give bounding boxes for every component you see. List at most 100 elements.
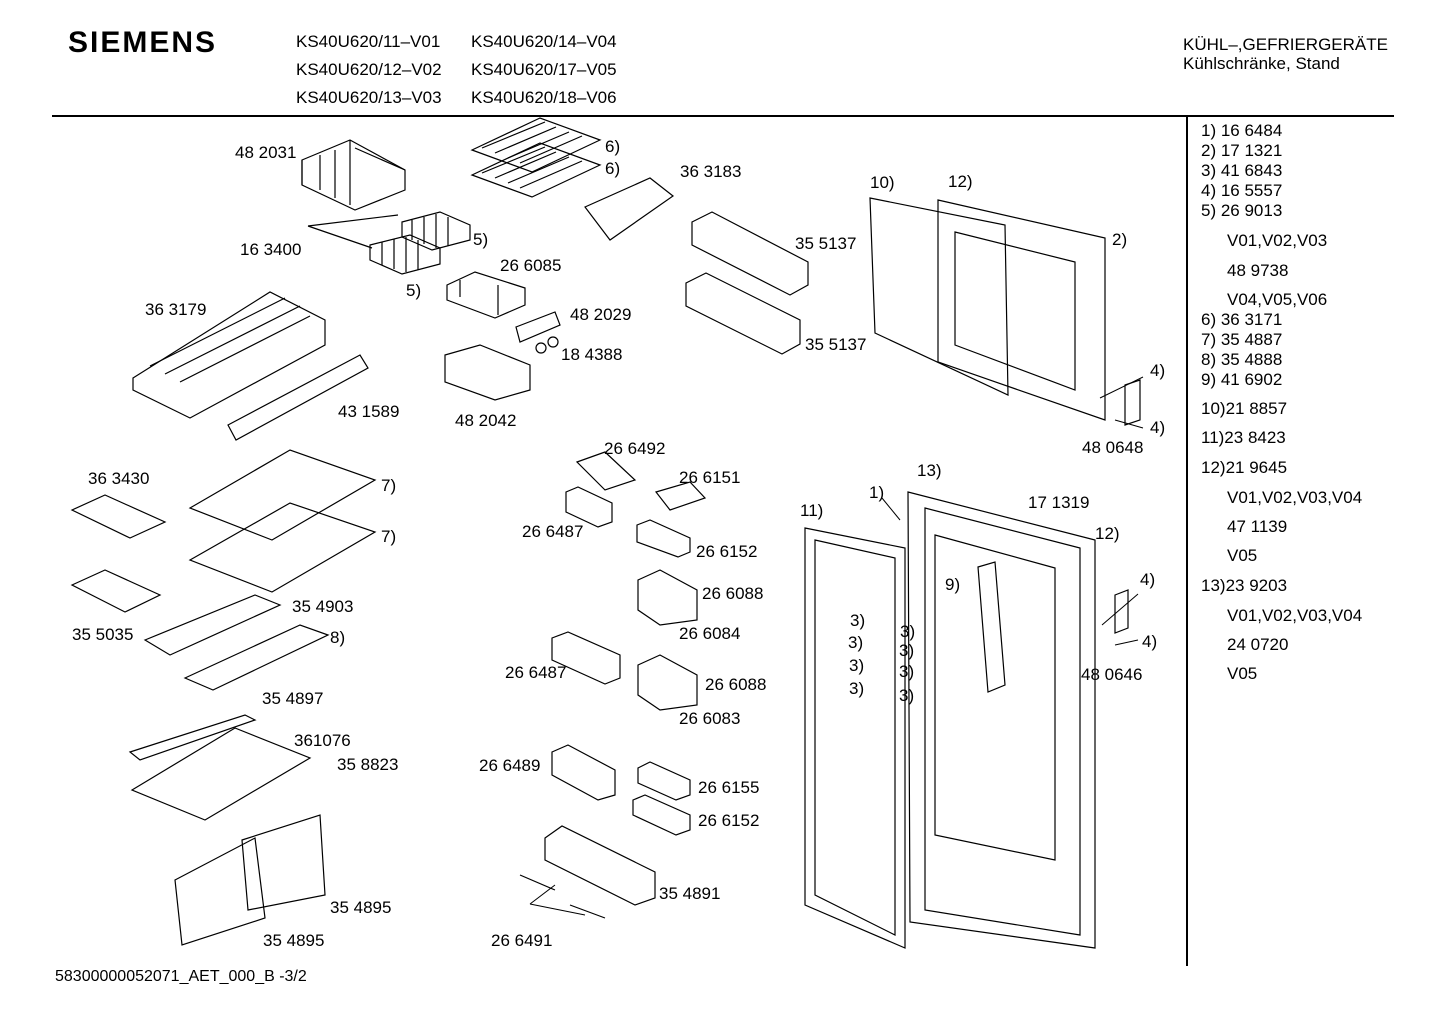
model-number: KS40U620/18–V06: [471, 88, 617, 107]
legend-item: 11)23 8423: [1201, 428, 1286, 447]
part-label: 4): [1150, 361, 1166, 380]
part-label: 26 6152: [698, 811, 760, 830]
part-label: 3): [899, 662, 915, 681]
category-title: KÜHL–,GEFRIERGERÄTE: [1183, 35, 1388, 54]
part-label: 8): [330, 628, 346, 647]
part-label: 26 6088: [705, 675, 767, 694]
legend-item: 6) 36 3171: [1201, 310, 1283, 329]
part-label: 35 4897: [262, 689, 324, 708]
part-label: 43 1589: [338, 402, 400, 421]
part-label: 5): [473, 230, 489, 249]
knob-part: [535, 336, 559, 354]
legend-item: 47 1139: [1227, 517, 1288, 536]
part-label: 35 4891: [659, 884, 721, 903]
header-divider: [52, 115, 1394, 117]
door-rack-part: [685, 211, 809, 355]
leader-lines: [529, 376, 1144, 916]
part-label: 26 6489: [479, 756, 541, 775]
crisper-drawer-part: [174, 814, 326, 946]
part-label: 3): [848, 633, 864, 652]
part-label: 36 3430: [88, 469, 150, 488]
part-label: 35 8823: [337, 755, 399, 774]
part-label: 5): [406, 281, 422, 300]
part-label: 26 6491: [491, 931, 553, 950]
part-label: 48 2042: [455, 411, 517, 430]
wire-grid-part: [470, 117, 602, 198]
cover-part: [143, 594, 282, 656]
part-label: 4): [1140, 570, 1156, 589]
part-label: 17 1319: [1028, 493, 1090, 512]
glass-shelf-part: [188, 449, 377, 593]
legend-item: 24 0720: [1227, 635, 1289, 654]
part-label: 26 6492: [604, 439, 666, 458]
legend-item: 2) 17 1321: [1201, 141, 1283, 160]
shelf-frame-part: [132, 291, 326, 419]
grille-part: [128, 714, 257, 761]
model-number: KS40U620/14–V04: [471, 32, 617, 51]
part-label: 35 5035: [72, 625, 134, 644]
legend-item: 1) 16 6484: [1201, 121, 1283, 140]
part-label: 12): [948, 172, 973, 191]
model-number: KS40U620/17–V05: [471, 60, 617, 79]
part-label: 7): [381, 527, 397, 546]
part-label: 3): [850, 611, 866, 630]
glass-plate-part: [130, 727, 312, 821]
part-label: 2): [1112, 230, 1128, 249]
part-label: 6): [605, 137, 621, 156]
part-label: 10): [870, 173, 895, 192]
part-label: 26 6088: [702, 584, 764, 603]
part-label: 48 0648: [1082, 438, 1144, 457]
part-label: 48 2029: [570, 305, 632, 324]
legend-item: V01,V02,V03: [1227, 231, 1328, 250]
part-label: 18 4388: [561, 345, 623, 364]
glass-cover-part: [183, 624, 330, 691]
part-label: 3): [899, 641, 915, 660]
freezer-flap-part: [301, 139, 406, 211]
part-label: 35 5137: [805, 335, 867, 354]
legend-item: V01,V02,V03,V04: [1227, 488, 1363, 507]
part-label: 11): [800, 501, 824, 520]
legend-item: V04,V05,V06: [1227, 290, 1328, 309]
part-label: 26 6085: [500, 256, 562, 275]
part-label: 3): [900, 622, 916, 641]
legend-item: 5) 26 9013: [1201, 201, 1283, 220]
part-label: 12): [1095, 524, 1120, 543]
freezer-door-part: [869, 197, 1106, 421]
legend-item: 4) 16 5557: [1201, 181, 1283, 200]
brand-logo: SIEMENS: [68, 26, 218, 59]
category-subtitle: Kühlschränke, Stand: [1183, 54, 1340, 73]
part-label: 35 4895: [330, 898, 392, 917]
hinge-part: [1124, 379, 1141, 426]
part-label: 35 5137: [795, 234, 857, 253]
model-number: KS40U620/11–V01: [296, 32, 441, 51]
part-label: 3): [849, 679, 865, 698]
part-label: 361076: [294, 731, 351, 750]
document-id: 58300000052071_AET_000_B -3/2: [55, 968, 307, 985]
legend-item: V05: [1227, 546, 1258, 565]
part-label: 1): [869, 483, 885, 502]
part-label: 13): [917, 461, 942, 480]
part-label: 48 2031: [235, 143, 297, 162]
fixing-plate-part: [515, 311, 561, 343]
part-label: 4): [1142, 632, 1158, 651]
part-label: 36 3183: [680, 162, 742, 181]
tray-part: [70, 569, 162, 613]
part-label: 26 6155: [698, 778, 760, 797]
freezer-bin-part: [444, 344, 531, 401]
part-label: 4): [1150, 418, 1166, 437]
part-label: 26 6152: [696, 542, 758, 561]
part-label: 9): [945, 575, 961, 594]
hinge-part: [1114, 589, 1129, 634]
legend-item: 7) 35 4887: [1201, 330, 1283, 349]
tray-part: [70, 494, 167, 539]
legend-item: 48 9738: [1227, 261, 1289, 280]
model-number: KS40U620/13–V03: [296, 88, 442, 107]
exploded-parts-drawing: [70, 117, 1144, 949]
legend-item: 3) 41 6843: [1201, 161, 1283, 180]
part-label: 3): [849, 656, 865, 675]
drip-tray-part: [446, 271, 526, 319]
legend-item: 8) 35 4888: [1201, 350, 1283, 369]
legend-divider: [1186, 115, 1188, 966]
model-number: KS40U620/12–V02: [296, 60, 442, 79]
part-label: 35 4903: [292, 597, 354, 616]
